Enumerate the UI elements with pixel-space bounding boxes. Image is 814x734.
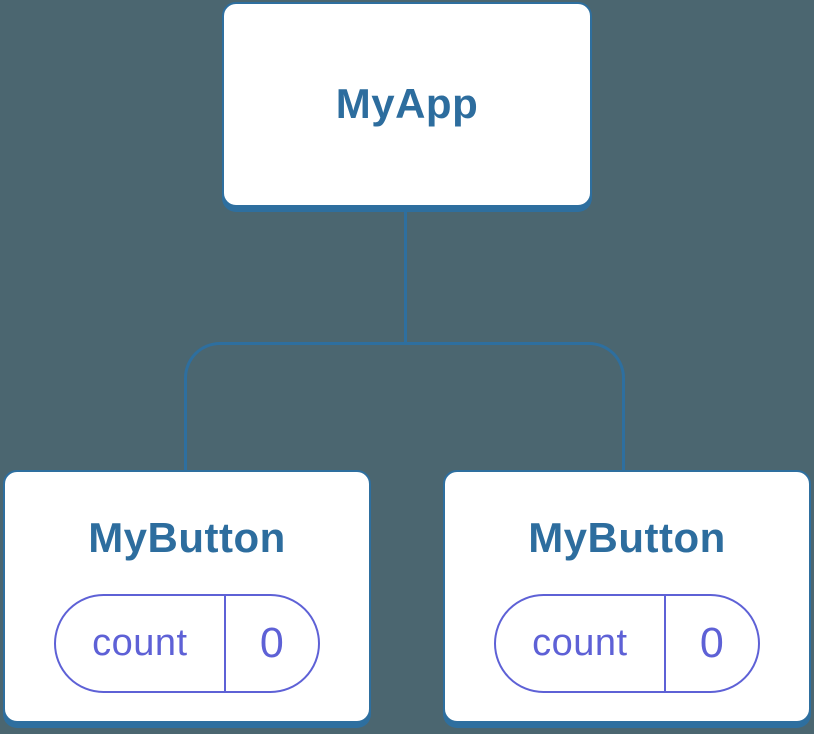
state-pill-left: count 0 bbox=[54, 594, 320, 694]
state-key-right: count bbox=[532, 622, 628, 665]
connector-branch bbox=[184, 342, 625, 470]
state-pill-divider-right bbox=[663, 596, 666, 692]
node-label-myapp: MyApp bbox=[335, 80, 479, 128]
node-label-mybutton-left: MyButton bbox=[88, 514, 286, 561]
tree-node-myapp: MyApp bbox=[222, 2, 592, 207]
tree-node-mybutton-right: MyButton count 0 bbox=[443, 470, 811, 723]
state-pill-right: count 0 bbox=[494, 594, 760, 694]
state-pill-divider-left bbox=[223, 596, 226, 692]
state-key-left: count bbox=[92, 622, 188, 665]
state-value-right: 0 bbox=[699, 619, 724, 668]
connector-stem bbox=[404, 208, 407, 344]
node-label-mybutton-right: MyButton bbox=[528, 514, 726, 561]
state-value-left: 0 bbox=[259, 619, 284, 668]
tree-node-mybutton-left: MyButton count 0 bbox=[3, 470, 371, 723]
